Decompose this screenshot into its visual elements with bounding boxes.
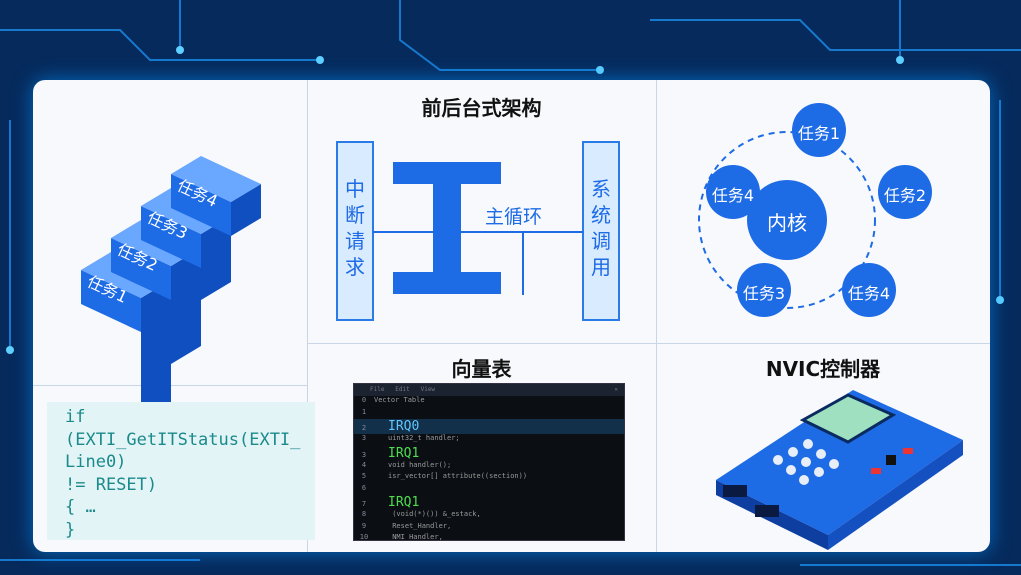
task-label: 任务4 — [711, 186, 755, 205]
stair-step — [111, 238, 171, 300]
vector-entry: 9 Reset_Handler, — [361, 521, 452, 530]
task-node — [706, 165, 760, 219]
vector-entry: 10 NMI_Handler, — [359, 533, 443, 541]
vector-entry: 8 (void(*)()) &_estack, — [361, 510, 481, 518]
syscall-label: 系统调用 — [591, 177, 611, 279]
divider — [307, 343, 990, 344]
stairs-diagram — [81, 156, 261, 428]
interrupt-label: 中断请求 — [345, 177, 365, 279]
stair-step — [81, 270, 141, 332]
vector-entry: 1 — [361, 407, 367, 416]
divider — [656, 80, 657, 552]
task-node — [878, 165, 932, 219]
task-node — [737, 263, 791, 317]
syscall-box — [582, 141, 620, 321]
stair-step — [171, 174, 231, 236]
divider — [307, 80, 308, 552]
vector-entry: 6 — [361, 483, 367, 492]
stair-top — [171, 156, 261, 202]
task-node — [842, 263, 896, 317]
main-loop-label: 主循环 — [485, 206, 543, 228]
kernel-node — [747, 180, 827, 260]
editor-titlebar: File Edit View✕ — [354, 384, 624, 396]
task-label: 任务4 — [847, 284, 891, 303]
rtos-diagram — [698, 103, 932, 317]
task-label: 任务2 — [883, 186, 927, 205]
task-node — [792, 103, 846, 157]
stair-step — [141, 206, 201, 268]
code-snippet: if (EXTI_GetITStatus(EXTI_ Line0) != RES… — [47, 402, 315, 540]
illustrations — [81, 103, 963, 550]
task-label: 任务3 — [742, 284, 786, 303]
close-icon[interactable]: ✕ — [614, 386, 618, 393]
nvic-device-illustration — [716, 390, 963, 550]
foreground-background-diagram — [336, 141, 620, 321]
kernel-label: 内核 — [767, 211, 807, 235]
vector-title: 向量表 — [451, 357, 512, 381]
nvic-title: NVIC控制器 — [765, 357, 881, 381]
foreground-title: 前后台式架构 — [421, 96, 542, 120]
task-label: 任务1 — [797, 124, 841, 143]
